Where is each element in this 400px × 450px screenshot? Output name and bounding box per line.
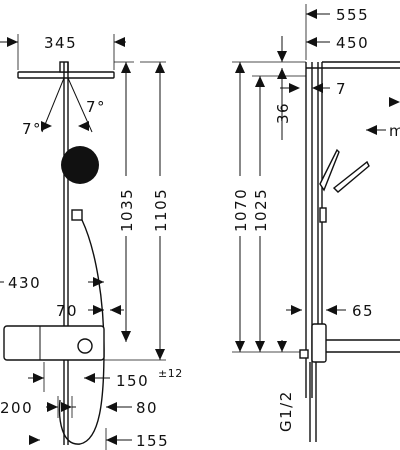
- dim-tilt-right: 7°: [86, 98, 106, 116]
- dim-65-arrow-right: [326, 305, 337, 315]
- shower-hose: [58, 219, 105, 445]
- dim-g12-arrow: [277, 341, 287, 352]
- thermostat-bar: [3, 325, 105, 361]
- tilt-line-left: [41, 77, 65, 133]
- dim-430-arrow: [93, 277, 104, 287]
- dim-arm-clearance: 7: [336, 80, 347, 98]
- dim-arm-length: 450: [336, 34, 369, 52]
- dim-cut-label: m: [389, 122, 400, 140]
- dim-70-arrow-left: [93, 305, 104, 315]
- side-holder: [319, 207, 327, 223]
- dim-arm-length-total: 555: [336, 6, 369, 24]
- dim-1035-arrow-top: [121, 62, 131, 73]
- dim-hose-offset: 80: [136, 399, 158, 417]
- dim-hose-loop: 155: [136, 432, 169, 450]
- dim-cut-arrow: [366, 125, 377, 135]
- dim-wall-spacing-tolerance: ±12: [158, 367, 183, 380]
- dim-150-arrow-right: [84, 373, 95, 383]
- dim-overall-height: 1105: [152, 188, 170, 232]
- dim-65-arrow-left: [291, 305, 302, 315]
- front-view: 345 7° 7° 1035 1105 430 70: [0, 34, 183, 450]
- dim-7-arrow-right: [312, 83, 323, 93]
- dim-7-arrow-left: [289, 83, 300, 93]
- dim-bar-offset: 70: [56, 302, 78, 320]
- side-thermostat: [311, 323, 327, 363]
- dim-tilt-right-arrow: [78, 121, 89, 131]
- dim-70-arrow-right: [110, 305, 121, 315]
- side-hand-shower-alt: [332, 160, 370, 193]
- dim-450-arrow: [306, 37, 317, 47]
- dim-36-arrow-bottom: [277, 68, 287, 79]
- dim-1025-arrow-bottom: [255, 341, 265, 352]
- dim-155-arrow-left: [29, 435, 40, 445]
- dim-side-overall-height: 1070: [232, 188, 250, 232]
- dim-valve-width: 430: [8, 274, 41, 292]
- dim-150-arrow-left: [33, 373, 44, 383]
- dim-555-arrow: [306, 9, 317, 19]
- dim-36-arrow-top: [277, 51, 287, 62]
- dim-head-diameter: 345: [44, 34, 77, 52]
- dim-rail-height: 1025: [252, 188, 270, 232]
- dim-1025-arrow-top: [255, 76, 265, 87]
- dim-200-arrow: [47, 402, 58, 412]
- thermostat-knob: [77, 338, 93, 354]
- dim-connection-thread: G1/2: [277, 390, 295, 432]
- dim-wall-spacing: 150: [116, 372, 149, 390]
- dim-345-arrow-left: [7, 37, 18, 47]
- dim-80-arrow-right: [106, 402, 117, 412]
- side-hand-shower: [319, 148, 340, 192]
- dim-80-arrow-left: [61, 402, 72, 412]
- dim-lower-width: 200: [0, 399, 33, 417]
- side-view: 555 450 7 36 m 1070: [232, 4, 400, 442]
- dim-valve-depth: 65: [352, 302, 374, 320]
- dim-tilt-left: 7°: [22, 120, 42, 138]
- dim-arm-height: 1035: [118, 188, 136, 232]
- dim-1105-arrow-bottom: [155, 349, 165, 360]
- hand-shower-head: [61, 146, 99, 184]
- dim-tilt-left-arrow: [41, 121, 52, 131]
- dim-arm-drop: 36: [274, 102, 292, 124]
- dim-155-arrow-right: [106, 435, 117, 445]
- dim-345-arrow-right: [114, 37, 125, 47]
- dim-1035-arrow-bottom: [121, 331, 131, 342]
- dim-1070-arrow-bottom: [235, 341, 245, 352]
- dim-edge-arrow: [389, 97, 400, 107]
- dim-1105-arrow-top: [155, 62, 165, 73]
- overhead-shower-head: [17, 71, 115, 79]
- side-connection: [299, 349, 309, 359]
- hand-shower-handle: [71, 209, 83, 221]
- dim-1070-arrow-top: [235, 62, 245, 73]
